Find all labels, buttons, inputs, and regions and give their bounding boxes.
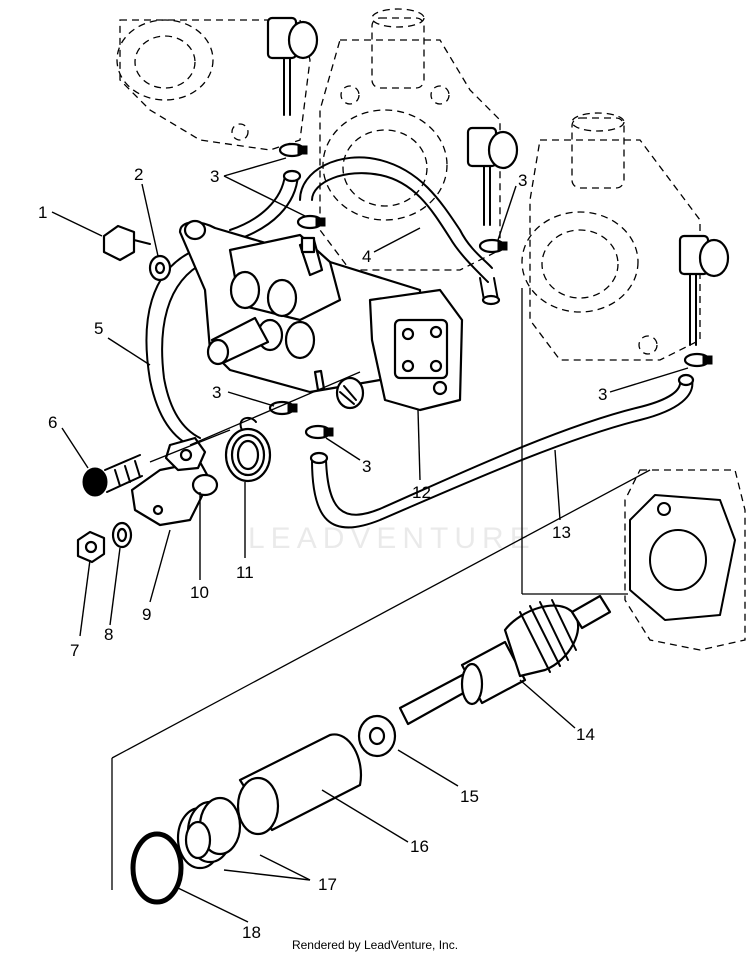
bolt-1 (102, 224, 151, 262)
callout-3-upper-left: 3 (210, 167, 219, 186)
engine-housing-right (521, 112, 701, 361)
callout-5: 5 (94, 319, 103, 338)
sleeve-16 (236, 733, 363, 836)
injector-left (266, 16, 319, 116)
washer-15 (357, 714, 397, 758)
injector-center (466, 126, 519, 226)
crankcase-right (624, 469, 746, 651)
washer-8 (111, 521, 133, 549)
leader-lines (51, 157, 689, 923)
hose-short-center (479, 277, 501, 306)
washer-2 (148, 254, 172, 282)
callout-6: 6 (48, 413, 57, 432)
callout-2: 2 (134, 165, 143, 184)
callout-9: 9 (142, 605, 151, 624)
callout-3-right: 3 (598, 385, 607, 404)
pump-shaft-14 (398, 594, 612, 726)
hose-clamps (268, 142, 713, 440)
callout-11: 11 (236, 563, 254, 582)
callout-15: 15 (460, 787, 479, 806)
oring-18 (130, 831, 184, 905)
callout-13: 13 (552, 523, 571, 542)
callout-3-upper-right: 3 (518, 171, 527, 190)
callouts: 1 2 3 3 3 3 3 4 5 6 7 8 9 10 11 12 13 14… (38, 165, 607, 942)
spring-11 (224, 416, 272, 483)
callout-3-lower: 3 (362, 457, 371, 476)
callout-10: 10 (190, 583, 209, 602)
callout-12: 12 (412, 483, 431, 502)
callout-8: 8 (104, 625, 113, 644)
hose-upper-left (229, 174, 299, 241)
footer-credit: Rendered by LeadVenture, Inc. (291, 938, 459, 952)
callout-3-center: 3 (212, 383, 221, 402)
oil-pump-assembly (178, 219, 464, 412)
callout-1: 1 (38, 203, 47, 222)
callout-16: 16 (410, 837, 429, 856)
spring-17 (176, 796, 242, 870)
callout-17: 17 (318, 875, 337, 894)
hose-end (282, 169, 302, 183)
hose-13 (309, 373, 695, 529)
callout-7: 7 (70, 641, 79, 660)
injector-right (678, 234, 730, 346)
hose-4 (299, 156, 493, 283)
screw-6 (82, 454, 143, 497)
watermark-text: LEADVENTURE (248, 522, 536, 555)
lever-10 (164, 436, 219, 497)
nut-7 (76, 530, 106, 564)
callout-18: 18 (242, 923, 261, 942)
callout-14: 14 (576, 725, 595, 744)
callout-4: 4 (362, 247, 371, 266)
